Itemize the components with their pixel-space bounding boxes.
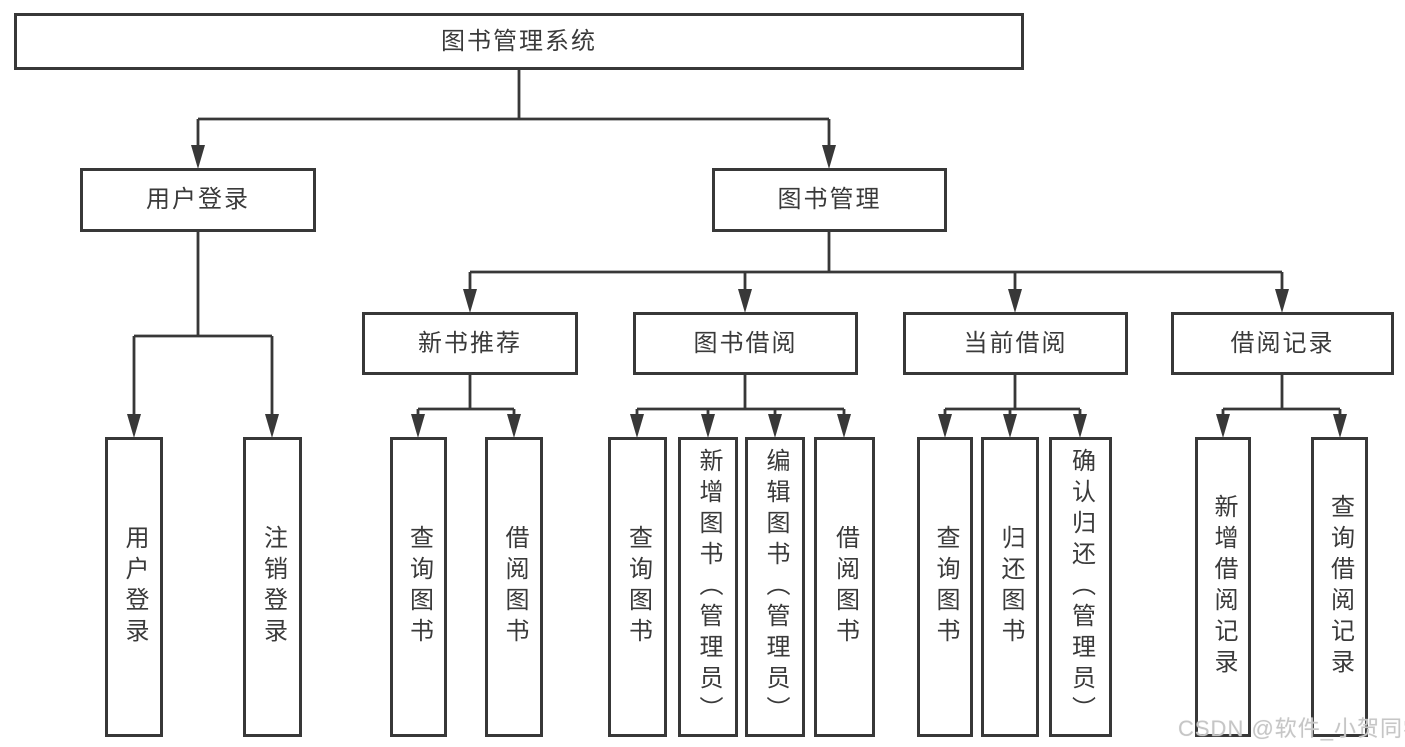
arrowhead-icons [127,145,1347,438]
leaf-add-books-admin-label: 新增图书（管理员） [695,447,722,727]
node-current-borrowing: 当前借阅 [903,312,1128,375]
leaf-query-books-current-label: 查询图书 [932,525,959,649]
leaf-edit-books-admin: 编辑图书（管理员） [745,437,805,737]
leaf-add-borrow-record-label: 新增借阅记录 [1210,494,1237,680]
leaf-confirm-return-admin-label: 确认归还（管理员） [1067,447,1095,727]
node-user-login: 用户登录 [80,168,316,232]
leaf-borrow-books-recommend: 借阅图书 [485,437,543,737]
node-book-management: 图书管理 [712,168,947,232]
leaf-borrow-books-recommend-label: 借阅图书 [501,525,528,649]
leaf-edit-books-admin-label: 编辑图书（管理员） [762,447,789,727]
node-borrowing-records: 借阅记录 [1171,312,1394,375]
leaf-logout-login: 注销登录 [243,437,302,737]
watermark: CSDN @软件_小贺同学 [1178,716,1405,741]
leaf-query-books-recommend: 查询图书 [390,437,447,737]
leaf-return-books-label: 归还图书 [997,525,1024,649]
leaf-add-books-admin: 新增图书（管理员） [678,437,738,737]
node-library-system: 图书管理系统 [14,13,1024,70]
leaf-borrow-books-borrowing: 借阅图书 [814,437,875,737]
leaf-query-borrow-record-label: 查询借阅记录 [1326,494,1354,680]
leaf-query-borrow-record: 查询借阅记录 [1311,437,1368,737]
node-book-borrowing: 图书借阅 [633,312,858,375]
leaf-user-login: 用户登录 [105,437,163,737]
leaf-query-books-borrowing: 查询图书 [608,437,667,737]
node-new-book-recommend: 新书推荐 [362,312,578,375]
leaf-query-books-recommend-label: 查询图书 [405,525,433,649]
leaf-logout-login-label: 注销登录 [259,525,287,649]
leaf-query-books-borrowing-label: 查询图书 [624,525,652,649]
leaf-user-login-label: 用户登录 [121,525,148,649]
leaf-query-books-current: 查询图书 [917,437,973,737]
leaf-confirm-return-admin: 确认归还（管理员） [1049,437,1112,737]
leaf-borrow-books-borrowing-label: 借阅图书 [831,525,859,649]
leaf-add-borrow-record: 新增借阅记录 [1195,437,1251,737]
leaf-return-books: 归还图书 [981,437,1039,737]
